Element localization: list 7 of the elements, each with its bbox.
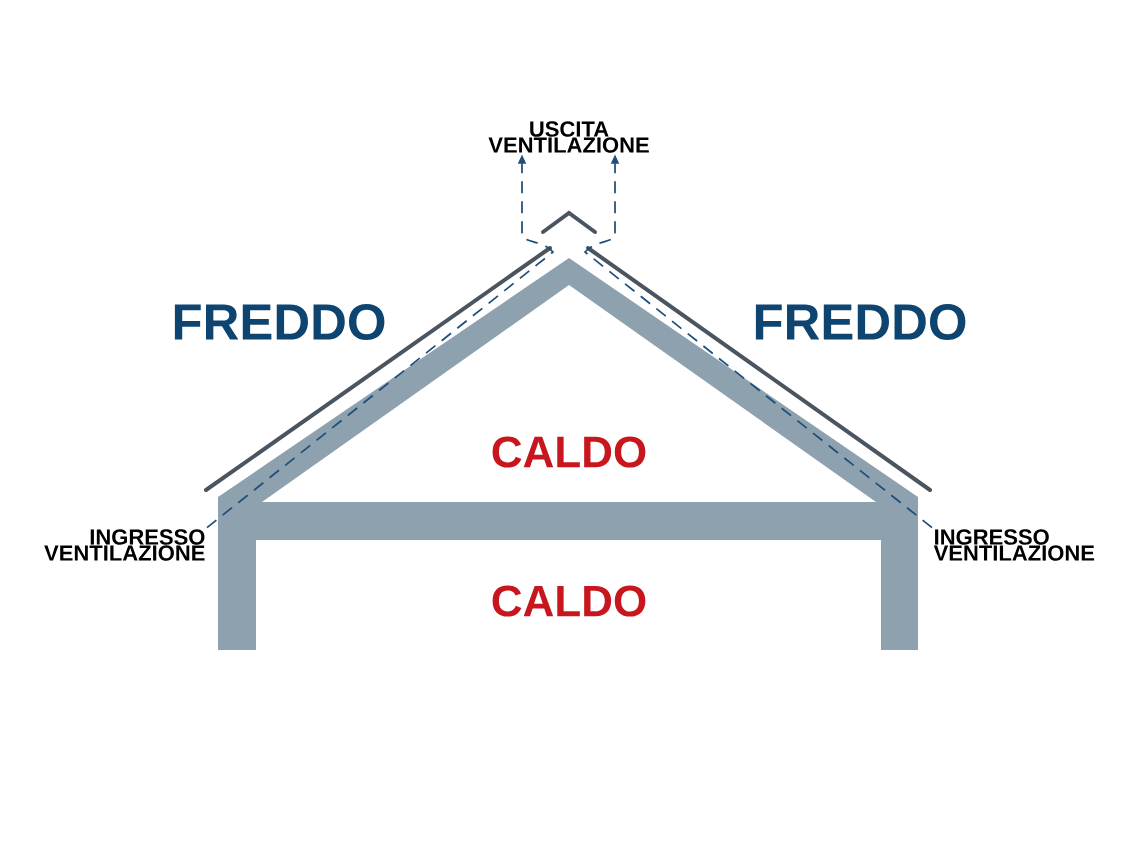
- zone-label: FREDDO: [755, 303, 966, 341]
- vent-label: USCITA VENTILAZIONE: [488, 121, 649, 153]
- vent-label: INGRESSO VENTILAZIONE: [933, 529, 1095, 561]
- zone-label: CALDO: [492, 436, 646, 468]
- vent-label: INGRESSO VENTILAZIONE: [44, 529, 205, 561]
- zone-label: CALDO: [492, 585, 646, 617]
- zone-label: FREDDO: [174, 303, 385, 341]
